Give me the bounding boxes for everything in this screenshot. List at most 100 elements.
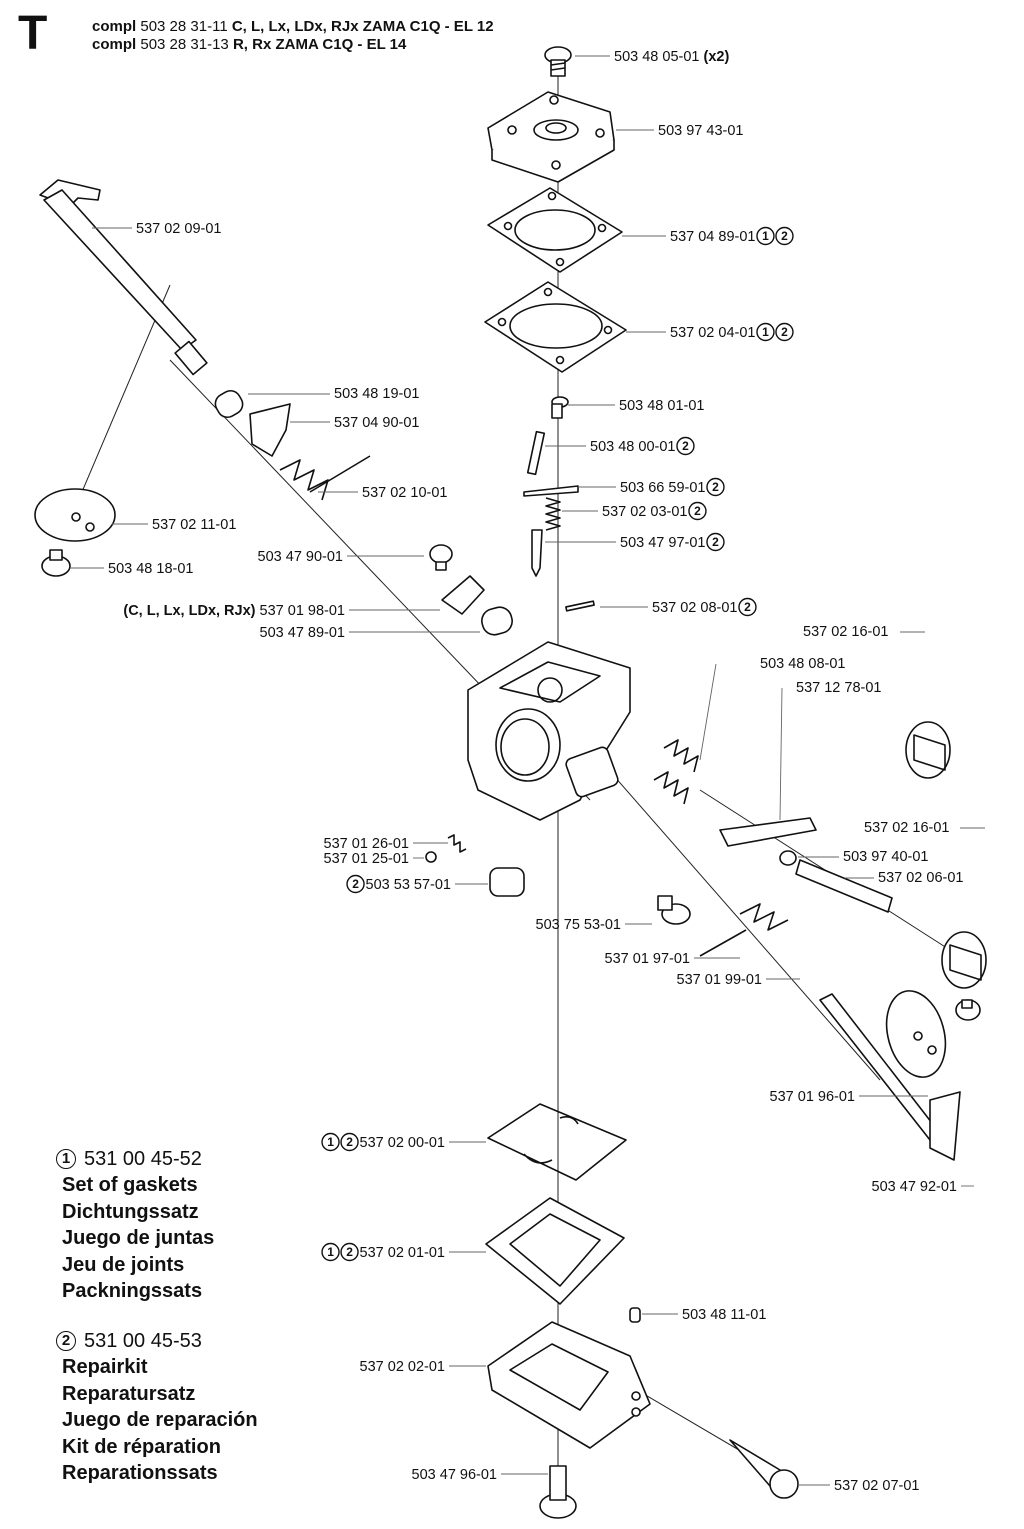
part-label: 503 97 40-01	[843, 849, 928, 865]
part-label: 537 02 02-01	[360, 1359, 445, 1375]
pin-drawing	[526, 430, 546, 476]
part-label: 537 01 26-01	[324, 836, 409, 852]
kit-mark-text: 2	[781, 229, 788, 243]
metering-cover-drawing	[487, 1321, 651, 1449]
part-number: 503 47 96-01	[412, 1467, 497, 1483]
kit-mark-circle	[676, 436, 695, 456]
kit-mark-text: 1	[762, 229, 769, 243]
section-letter: T	[18, 7, 48, 60]
assembly-line-2: compl 503 28 31-13 R, Rx ZAMA C1Q - EL 1…	[92, 36, 406, 54]
part-number: 537 01 25-01	[324, 851, 409, 867]
kit-name-sv: Reparationssats	[62, 1462, 218, 1484]
part-label: 503 47 97-01 2	[620, 532, 725, 552]
part-number: 537 01 97-01	[605, 951, 690, 967]
choke-axis-line	[599, 759, 881, 1081]
part-number: 537 02 06-01	[878, 870, 963, 886]
carburetor-body-drawing	[467, 641, 631, 821]
kit-mark-circle	[775, 226, 794, 246]
pump-cover-drawing	[487, 91, 615, 183]
limiter-cap-2-drawing	[941, 931, 987, 989]
part-number: 503 97 40-01	[843, 849, 928, 865]
kit-mark-circle	[340, 1132, 359, 1152]
bracket-drawing	[441, 575, 485, 615]
kit-mark-text: 1	[327, 1245, 334, 1259]
part-number: 503 48 08-01	[760, 656, 845, 672]
kit-mark-text: 2	[346, 1135, 353, 1149]
shaft-pin-drawing	[565, 600, 595, 612]
part-label: 503 75 53-01	[536, 917, 621, 933]
kit-mark-circle	[756, 322, 775, 342]
kit-name-de: Reparatursatz	[62, 1382, 196, 1405]
kit-number-row: 2 531 00 45-53	[56, 1328, 258, 1354]
lever-drawing	[523, 485, 579, 497]
part-number: 537 02 03-01	[602, 504, 687, 520]
kit-mark-circle	[688, 501, 707, 521]
choke-spring-drawing	[739, 903, 789, 931]
kit-mark-text: 2	[682, 439, 689, 453]
part-number: (C, L, Lx, LDx, RJx) 537 01 98-01	[123, 603, 345, 619]
part-number: 503 48 18-01	[108, 561, 193, 577]
throttle-spring-drawing	[279, 459, 329, 501]
part-label: 503 47 92-01	[872, 1179, 957, 1195]
assembly-models: R, Rx ZAMA C1Q - EL 14	[232, 36, 407, 53]
part-number: 537 01 96-01	[770, 1089, 855, 1105]
kit-mark-circle	[346, 874, 365, 894]
metering-gasket-drawing	[487, 1103, 627, 1181]
part-number: 503 47 92-01	[872, 1179, 957, 1195]
part-number: 503 75 53-01	[536, 917, 621, 933]
kit-mark-text: 2	[346, 1245, 353, 1259]
part-label: 503 97 43-01	[658, 123, 743, 139]
part-label: 537 02 07-01	[834, 1478, 919, 1494]
diaphragm-drawing	[487, 187, 623, 273]
spring-drawing	[545, 497, 561, 531]
part-number: 503 53 57-01	[366, 877, 451, 893]
kit-mark-circle	[321, 1242, 340, 1262]
part-number: 537 02 07-01	[834, 1478, 919, 1494]
kit-mark-circle	[706, 532, 725, 552]
kit-name-fr: Jeu de joints	[62, 1253, 185, 1276]
kit-name-en: Set of gaskets	[62, 1174, 198, 1196]
screw-and-washer-drawing	[657, 895, 691, 925]
part-number: 503 47 89-01	[260, 625, 345, 641]
o-ring-drawing	[779, 850, 797, 866]
kit-legend-2: 2 531 00 45-53 Repairkit Reparatursatz J…	[56, 1328, 258, 1487]
part-number: 503 48 05-01 (x2)	[614, 49, 729, 65]
choke-shaft-drawing	[819, 993, 961, 1161]
kit-name-es: Juego de juntas	[62, 1227, 215, 1249]
kit-mark-circle	[340, 1242, 359, 1262]
part-label: 537 02 10-01	[362, 485, 447, 501]
assembly-number: 503 28 31-13	[140, 36, 229, 53]
assembly-models: C, L, Lx, LDx, RJx ZAMA C1Q - EL 12	[231, 18, 494, 35]
assembly-prefix: compl	[92, 36, 137, 53]
kit-mark-text: 2	[744, 600, 751, 614]
throttle-shaft-drawing	[39, 179, 208, 376]
leader-line	[779, 687, 783, 821]
part-label: 503 48 11-01	[682, 1307, 766, 1323]
part-label: 503 48 19-01	[334, 386, 419, 402]
part-number: 503 47 97-01	[620, 535, 705, 551]
bushing-drawing	[214, 389, 244, 419]
part-number: 503 48 11-01	[682, 1307, 766, 1323]
part-number: 503 97 43-01	[658, 123, 743, 139]
part-number: 503 48 19-01	[334, 386, 419, 402]
part-label: 503 48 05-01 (x2)	[614, 49, 729, 65]
needle-valve-drawing	[531, 529, 543, 577]
kit-name-es: Juego de reparación	[62, 1409, 258, 1431]
idle-spring-small-drawing	[447, 834, 467, 853]
part-number: 537 01 26-01	[324, 836, 409, 852]
part-label: 537 01 25-01	[324, 851, 409, 867]
gasket-drawing	[484, 281, 627, 373]
kit-mark-text: 2	[712, 535, 719, 549]
kit-name-de: Dichtungssatz	[62, 1200, 199, 1223]
kit-legend-1: 1 531 00 45-52 Set of gaskets Dichtungss…	[56, 1146, 214, 1305]
top-screw-drawing	[544, 46, 572, 77]
part-number: 537 04 89-01	[670, 229, 755, 245]
choke-spring-arm-drawing	[699, 929, 747, 957]
